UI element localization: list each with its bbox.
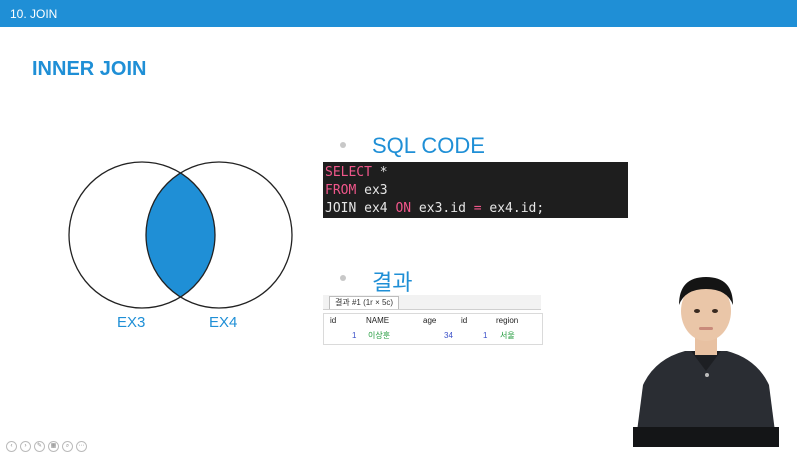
- venn-label-ex3: EX3: [117, 314, 145, 331]
- result-tab[interactable]: 결과 #1 (1r × 5c): [329, 296, 400, 309]
- title-bar: 10. JOIN: [0, 0, 797, 27]
- column-header[interactable]: id: [330, 316, 337, 325]
- table-cell[interactable]: 1: [483, 331, 488, 340]
- venn-label-ex4: EX4: [209, 314, 237, 331]
- venn-diagram: EX3 EX4: [68, 161, 293, 331]
- code-line-1: SELECT *: [325, 165, 388, 180]
- venn-circle-ex3: [68, 161, 216, 309]
- bullet: [340, 142, 346, 148]
- column-header[interactable]: NAME: [366, 316, 390, 325]
- slide-title: INNER JOIN: [32, 58, 147, 80]
- window-title: 10. JOIN: [10, 7, 58, 21]
- column-header[interactable]: region: [496, 316, 519, 325]
- sql-code-block: SELECT * FROM ex3 JOIN ex4 ON ex3.id = e…: [323, 162, 628, 218]
- code-line-3: JOIN ex4 ON ex3.id = ex4.id;: [325, 201, 545, 216]
- table-cell[interactable]: 1: [352, 331, 357, 340]
- presenter-video: [615, 275, 797, 447]
- venn-circle-ex4: [145, 161, 293, 309]
- result-table: id NAME age id region 1 이상훈 34 1 서울: [323, 313, 543, 345]
- column-header[interactable]: age: [423, 316, 437, 325]
- table-cell[interactable]: 서울: [500, 331, 515, 340]
- result-tab-bar: 결과 #1 (1r × 5c): [323, 295, 541, 310]
- result-heading: 결과: [372, 270, 413, 295]
- code-line-2: FROM ex3: [325, 183, 388, 198]
- bullet: [340, 275, 346, 281]
- table-cell[interactable]: 이상훈: [368, 331, 391, 340]
- slide-toolbar: ‹›✎▦⌕⋯: [6, 434, 90, 452]
- table-cell[interactable]: 34: [444, 331, 453, 340]
- sql-code-heading: SQL CODE: [372, 133, 485, 158]
- result-grid: 결과 #1 (1r × 5c) id NAME age id region 1 …: [323, 295, 543, 347]
- venn-overlap: [146, 162, 215, 308]
- column-header[interactable]: id: [461, 316, 468, 325]
